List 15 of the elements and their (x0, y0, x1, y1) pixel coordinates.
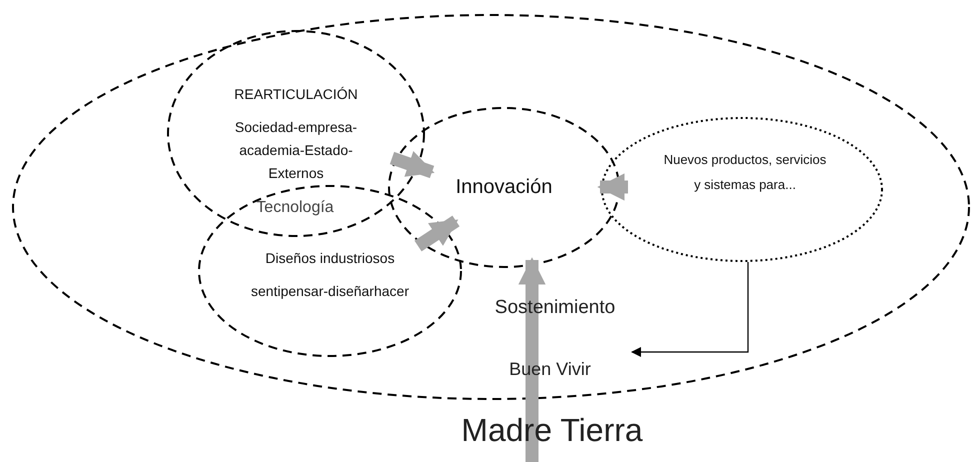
text-label: Madre Tierra (460, 411, 644, 450)
ellipse-heading: Diseños industriosos (264, 250, 396, 267)
text-label: Sostenimiento (494, 297, 616, 320)
arrow (631, 262, 749, 357)
block-arrow (518, 257, 546, 462)
block-arrow (414, 216, 460, 252)
block-arrow (390, 151, 435, 178)
ellipse-text: Innovación (454, 175, 554, 199)
text-label: Buen Vivir (508, 358, 592, 381)
ellipse-text: Nuevos productos, servicios y sistemas para... (662, 151, 828, 194)
ellipse-text: sentipensar-diseñarhacer (250, 282, 410, 301)
text-label: Tecnología (255, 198, 335, 218)
block-arrow (597, 173, 628, 201)
ellipse-heading: REARTICULACIÓN (233, 86, 359, 103)
ellipse-text: Sociedad-empresa-academia-Estado-Externos (234, 118, 358, 184)
